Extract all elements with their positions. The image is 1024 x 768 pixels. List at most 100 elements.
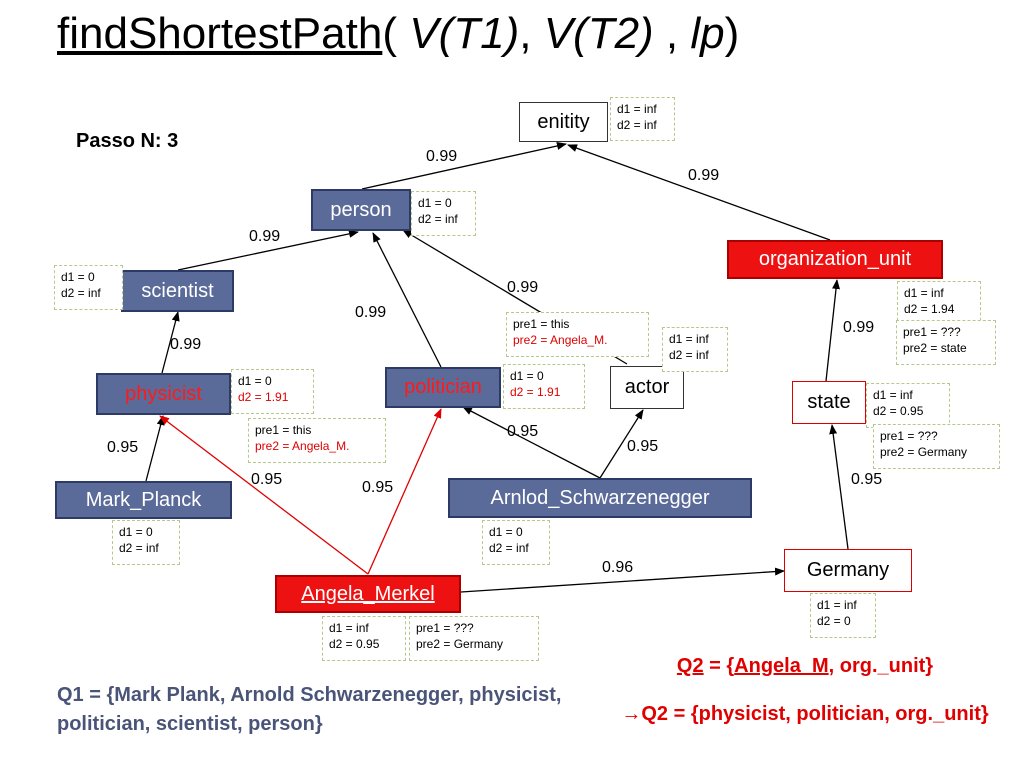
- dist-d2: d2 = 1.91: [510, 385, 561, 399]
- pred-pre2: pre2 = Angela_M.: [255, 439, 350, 453]
- edge-arnlod-politician: [462, 406, 601, 479]
- weight-germany-state: 0.95: [851, 471, 883, 488]
- dist-d2: d2 = 0.95: [329, 637, 380, 651]
- edge-physicist-scientist: [161, 311, 180, 374]
- pred-pre2: pre2 = state: [903, 341, 967, 355]
- q2-result-text: Q2 = {physicist, politician, org._unit}: [641, 703, 989, 725]
- title-paren-open: (: [382, 9, 397, 58]
- dist-d1: d1 = 0: [61, 270, 95, 284]
- dist-d1: d1 = inf: [873, 388, 913, 402]
- edge-angela-germany: [460, 567, 785, 593]
- query-q1: Q1 = {Mark Plank, Arnold Schwarzenegger,…: [57, 684, 562, 735]
- query-q2-result: →Q2 = {physicist, politician, org._unit}: [600, 700, 1010, 728]
- edge-person-enitity: [361, 142, 567, 190]
- title-param-2: V(T2): [543, 9, 654, 58]
- dist-d2: d2 = inf: [119, 541, 159, 555]
- node-angela-merkel: Angela_Merkel: [275, 575, 461, 613]
- dist-box-mark-planck: d1 = 0 d2 = inf: [112, 520, 180, 565]
- pred-pre1: pre1 = ???: [416, 621, 474, 635]
- slide-title: findShortestPath( V(T1), V(T2) , lp): [57, 8, 739, 61]
- node-scientist: scientist: [121, 270, 234, 312]
- dist-d2: d2 = 1.91: [238, 390, 289, 404]
- pred-box-state: pre1 = ??? pre2 = Germany: [873, 424, 1000, 469]
- dist-box-arnlod: d1 = 0 d2 = inf: [482, 520, 550, 565]
- weight-org-enitity: 0.99: [688, 167, 720, 184]
- dist-d1: d1 = 0: [238, 374, 272, 388]
- weight-politician-person: 0.99: [355, 304, 387, 321]
- weight-person-enitity: 0.99: [426, 148, 458, 165]
- pred-pre2: pre2 = Germany: [416, 637, 504, 651]
- pred-pre1: pre1 = this: [513, 317, 570, 331]
- dist-d2: d2 = inf: [489, 541, 529, 555]
- dist-d2: d2 = inf: [617, 118, 657, 132]
- dist-box-person: d1 = 0 d2 = inf: [411, 191, 476, 236]
- q2-label: Q2: [676, 655, 704, 677]
- weight-angela-germany: 0.96: [602, 559, 634, 576]
- dist-box-physicist: d1 = 0 d2 = 1.91: [231, 369, 314, 414]
- title-param-3: lp: [690, 9, 725, 58]
- pred-pre1: pre1 = this: [255, 423, 312, 437]
- weight-scientist-person: 0.99: [249, 228, 281, 245]
- pred-pre2: pre2 = Angela_M.: [513, 333, 608, 347]
- title-comma-2: ,: [665, 9, 679, 58]
- dist-box-state: d1 = inf d2 = 0.95: [866, 383, 950, 428]
- q2-angela: Angela_M: [734, 655, 829, 677]
- node-organization-unit: organization_unit: [727, 240, 943, 279]
- pred-box-angela: pre1 = ??? pre2 = Germany: [409, 616, 539, 661]
- weight-arnlod-actor: 0.95: [627, 438, 659, 455]
- dist-d2: d2 = 1.94: [904, 302, 955, 316]
- pred-pre1: pre1 = ???: [903, 325, 961, 339]
- edge-mark-physicist: [145, 415, 165, 482]
- dist-d1: d1 = 0: [119, 525, 153, 539]
- title-param-1: V(T1): [409, 9, 520, 58]
- arrow-right-icon: →: [621, 703, 642, 725]
- weight-physicist-scientist: 0.99: [170, 336, 202, 353]
- dist-d1: d1 = inf: [669, 332, 709, 346]
- dist-d1: d1 = inf: [617, 102, 657, 116]
- pred-pre2: pre2 = Germany: [880, 445, 968, 459]
- title-paren-close: ): [724, 9, 740, 58]
- weight-mark-physicist: 0.95: [107, 439, 139, 456]
- q2-eq-open: = {: [703, 655, 735, 677]
- edge-state-org: [825, 279, 841, 382]
- node-actor: actor: [610, 366, 684, 409]
- q2-rest: , org._unit}: [828, 655, 934, 677]
- node-state: state: [792, 381, 866, 424]
- node-arnlod-schwarzenegger: Arnlod_Schwarzenegger: [448, 478, 752, 518]
- node-mark-planck: Mark_Planck: [55, 481, 232, 519]
- node-physicist: physicist: [96, 373, 231, 415]
- edge-politician-person: [372, 232, 442, 368]
- pred-box-physicist: pre1 = this pre2 = Angela_M.: [248, 418, 386, 463]
- title-function: findShortestPath: [57, 9, 383, 58]
- dist-box-actor: d1 = inf d2 = inf: [662, 327, 728, 372]
- node-germany: Germany: [784, 549, 912, 592]
- edge-scientist-person: [177, 229, 359, 271]
- dist-d1: d1 = 0: [489, 525, 523, 539]
- weight-angela-physicist: 0.95: [251, 471, 283, 488]
- pred-pre1: pre1 = ???: [880, 429, 938, 443]
- dist-box-germany: d1 = inf d2 = 0: [810, 593, 876, 638]
- dist-d1: d1 = inf: [817, 598, 857, 612]
- dist-d1: d1 = 0: [418, 196, 452, 210]
- dist-d2: d2 = inf: [418, 212, 458, 226]
- step-label: Passo N: 3: [76, 130, 179, 152]
- dist-box-angela: d1 = inf d2 = 0.95: [322, 616, 406, 661]
- pred-box-politician: pre1 = this pre2 = Angela_M.: [506, 312, 649, 357]
- dist-d2: d2 = 0.95: [873, 404, 924, 418]
- pred-box-organization-unit: pre1 = ??? pre2 = state: [896, 320, 996, 365]
- dist-box-organization-unit: d1 = inf d2 = 1.94: [897, 281, 981, 326]
- weight-actor-person: 0.99: [507, 279, 539, 296]
- edge-germany-state: [829, 424, 849, 550]
- edge-arnlod-actor: [599, 409, 644, 479]
- dist-d2: d2 = 0: [817, 614, 851, 628]
- node-politician: politician: [385, 367, 501, 408]
- query-q2-line: Q2 = {Angela_M, org._unit}: [600, 655, 1010, 678]
- dist-d2: d2 = inf: [669, 348, 709, 362]
- weight-arnlod-politician: 0.95: [507, 423, 539, 440]
- dist-d1: d1 = inf: [904, 286, 944, 300]
- node-enitity: enitity: [519, 102, 608, 142]
- edge-angela-politician: [367, 408, 442, 575]
- dist-d1: d1 = inf: [329, 621, 369, 635]
- node-person: person: [311, 189, 411, 231]
